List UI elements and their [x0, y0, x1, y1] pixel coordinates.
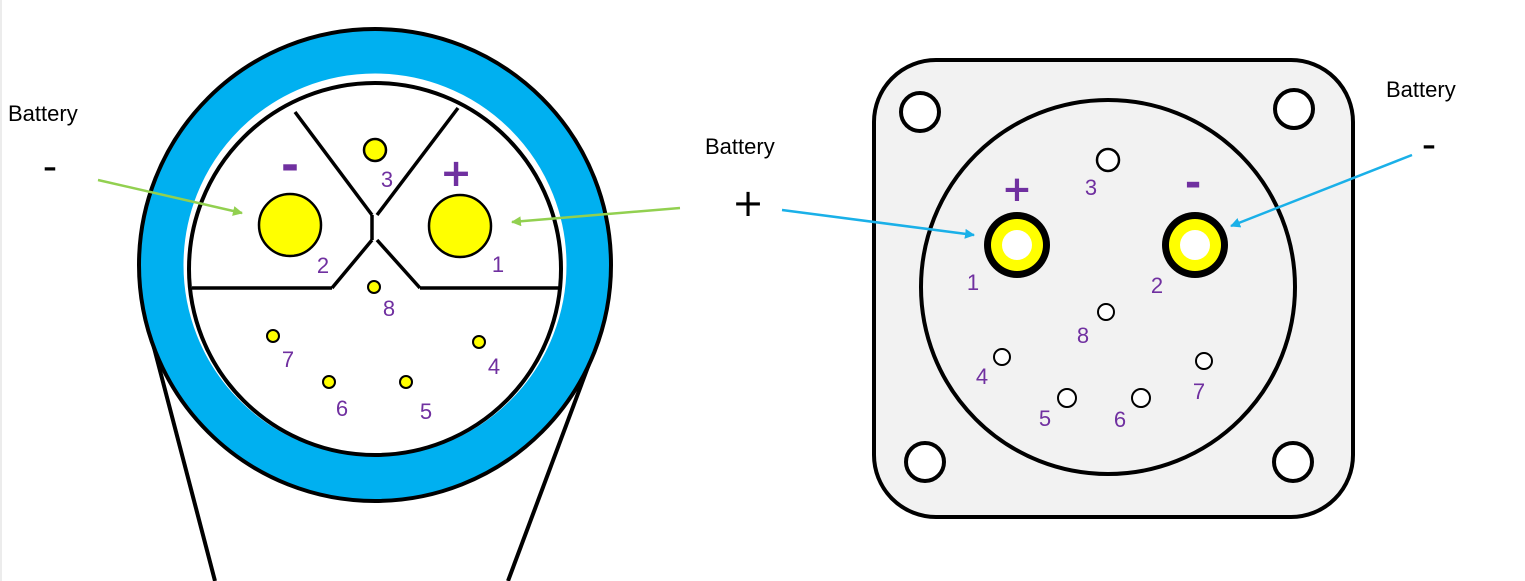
- plug-pin-3-contact: [362, 137, 388, 163]
- receptacle-battery-negative-label: Battery: [1386, 77, 1456, 102]
- receptacle-pin-6-contact: [1131, 388, 1151, 408]
- plug-pin-5-contact: [399, 375, 413, 389]
- plug-negative-arrow: [97, 178, 243, 216]
- receptacle-pin-5-number: 5: [1039, 406, 1051, 431]
- receptacle-pin-8-contact: [1097, 303, 1115, 321]
- plug-pin-7-contact: [266, 329, 280, 343]
- receptacle-pin-5-contact: [1057, 388, 1077, 408]
- mounting-hole-top-right: [1273, 88, 1315, 130]
- receptacle-battery-negative-sign: -: [1422, 122, 1436, 168]
- receptacle-pin-7-number: 7: [1193, 379, 1205, 404]
- plug-pin-4-number: 4: [488, 354, 500, 379]
- plug-battery-negative-sign: -: [43, 144, 57, 190]
- receptacle-insert-face: [919, 98, 1297, 476]
- plug-insert-dividers: [192, 106, 560, 290]
- plug-pin-7-number: 7: [282, 347, 294, 372]
- plug-pin-3-number: 3: [381, 167, 393, 192]
- receptacle-positive-arrow: [781, 208, 975, 239]
- mounting-hole-bottom-right: [1272, 441, 1314, 483]
- receptacle-pin-3-contact: [1095, 147, 1121, 173]
- cable-left-edge: [150, 339, 217, 581]
- plug-pin-1-number: 1: [492, 252, 504, 277]
- plug-positive-arrow: [511, 206, 681, 227]
- plug-positive-polarity-mark: +: [440, 151, 472, 195]
- plug-pin-5-number: 5: [420, 399, 432, 424]
- receptacle-pin-3-number: 3: [1085, 175, 1097, 200]
- receptacle-positive-polarity-mark: +: [1002, 169, 1032, 210]
- plug-pin-8-number: 8: [383, 296, 395, 321]
- plug-insert-face: [187, 81, 563, 457]
- plug-pin-1-contact: [427, 193, 493, 259]
- plug-battery-positive-sign: +: [732, 181, 764, 225]
- plug-negative-polarity-mark: -: [281, 140, 299, 191]
- receptacle-pin-1-number: 1: [967, 270, 979, 295]
- receptacle-pin-1-bore: [1002, 230, 1032, 260]
- receptacle-pin-4-contact: [993, 348, 1011, 366]
- plug-pin-6-number: 6: [336, 396, 348, 421]
- receptacle-negative-arrow: [1230, 153, 1413, 228]
- mounting-hole-bottom-left: [904, 441, 946, 483]
- receptacle-pin-6-number: 6: [1114, 407, 1126, 432]
- plug-pin-2-contact: [257, 192, 323, 258]
- plug-battery-positive-label: Battery: [705, 134, 775, 159]
- mounting-hole-top-left: [899, 91, 941, 133]
- receptacle-negative-polarity-mark: -: [1185, 160, 1202, 206]
- receptacle-pin-8-number: 8: [1077, 323, 1089, 348]
- receptacle-pin-4-number: 4: [976, 364, 988, 389]
- plug-pin-2-number: 2: [317, 253, 329, 278]
- receptacle-pin-7-contact: [1195, 352, 1213, 370]
- receptacle-pin-2-bore: [1180, 230, 1210, 260]
- plug-view: - + 1 2 3 4 5 6 7 8 Battery - Battery +: [8, 27, 775, 581]
- plug-pin-8-contact: [367, 280, 381, 294]
- plug-pin-4-contact: [472, 335, 486, 349]
- plug-pin-6-contact: [322, 375, 336, 389]
- receptacle-pin-2-number: 2: [1151, 273, 1163, 298]
- plug-battery-negative-label: Battery: [8, 101, 78, 126]
- receptacle-view: + - 1 2 3 4 5 6 7 8 Battery -: [781, 58, 1456, 519]
